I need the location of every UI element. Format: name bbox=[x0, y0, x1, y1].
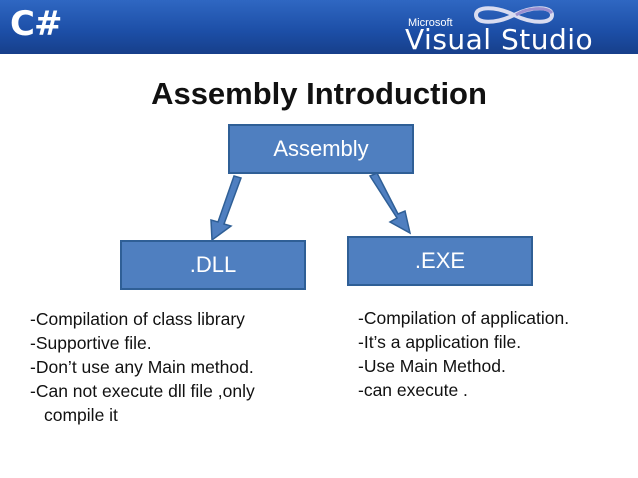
list-item: -can execute . bbox=[358, 380, 468, 400]
list-item: compile it bbox=[44, 405, 118, 425]
exe-node: .EXE bbox=[347, 236, 533, 286]
visual-studio-label: Visual Studio bbox=[405, 23, 594, 56]
csharp-logo: C# bbox=[10, 4, 62, 44]
list-item: -It’s a application file. bbox=[358, 332, 522, 352]
assembly-node-label: Assembly bbox=[273, 136, 369, 161]
list-item: -Compilation of application. bbox=[358, 308, 570, 328]
list-item: -Can not execute dll file ,only bbox=[30, 381, 255, 401]
list-item: -Don’t use any Main method. bbox=[30, 357, 254, 377]
slide-title: Assembly Introduction bbox=[151, 76, 487, 111]
dll-description-list: -Compilation of class library -Supportiv… bbox=[30, 307, 330, 427]
dll-node: .DLL bbox=[120, 240, 306, 290]
arrow-to-exe bbox=[368, 172, 412, 235]
microsoft-label: Microsoft bbox=[408, 17, 453, 29]
list-item: -Supportive file. bbox=[30, 333, 152, 353]
top-banner: C# Microsoft Visual Studio bbox=[0, 0, 638, 56]
visual-studio-infinity-icon bbox=[473, 6, 555, 24]
list-item: -Use Main Method. bbox=[358, 356, 506, 376]
arrow-to-dll bbox=[210, 175, 242, 242]
exe-description-list: -Compilation of application. -It’s a app… bbox=[358, 306, 628, 402]
assembly-node: Assembly bbox=[228, 124, 414, 174]
dll-node-label: .DLL bbox=[189, 252, 237, 277]
exe-node-label: .EXE bbox=[414, 248, 466, 273]
list-item: -Compilation of class library bbox=[30, 309, 245, 329]
